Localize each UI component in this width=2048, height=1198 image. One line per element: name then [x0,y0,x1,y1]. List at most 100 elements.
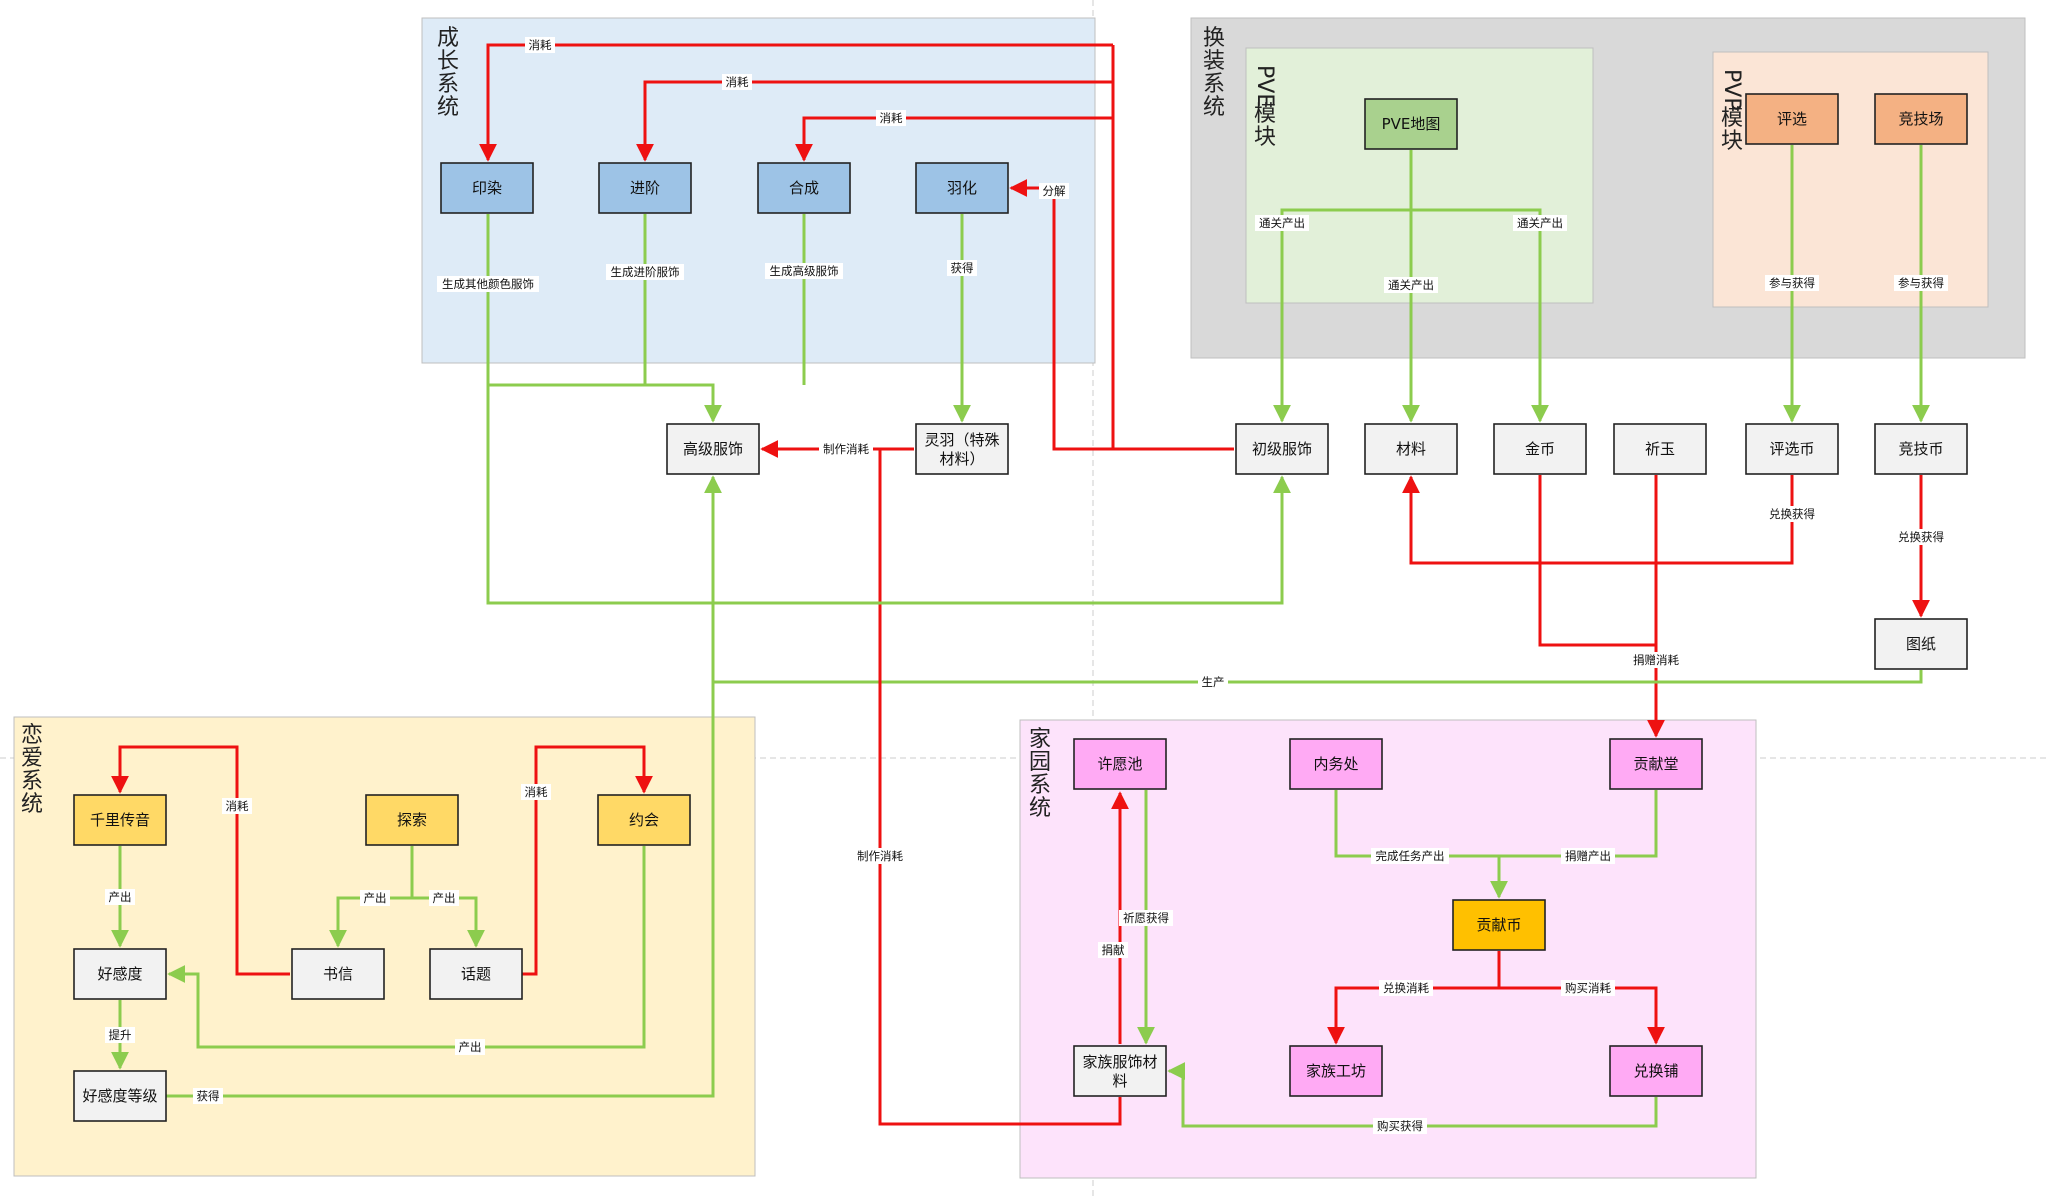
node-label: 羽化 [947,179,977,197]
edge-e-selcoin-ex [1402,475,1794,565]
node-wishpool[interactable]: 许愿池 [1073,738,1167,790]
node-box[interactable] [1364,423,1458,475]
group-title-home: 家园系统 [1029,727,1051,821]
node-box[interactable] [1073,738,1167,790]
node-box[interactable] [1609,1045,1703,1097]
node-box[interactable] [73,794,167,846]
node-favor[interactable]: 好感度 [73,948,167,1000]
edge-label-e-dye-out: 生成其他颜色服饰 [442,277,534,291]
node-label: 祈玉 [1645,440,1675,458]
node-box[interactable] [1874,618,1968,670]
edge-label-e-consume-advance: 消耗 [726,75,749,89]
edge-label-e-select-join: 参与获得 [1769,276,1815,290]
node-box[interactable] [440,162,534,214]
edge-label-bg [853,848,907,864]
edge-label-bg [1098,942,1128,958]
node-box[interactable] [1874,423,1968,475]
group-title-part: PVE [1252,65,1277,107]
edge-label-e-lingyu-craft: 制作消耗 [857,849,903,863]
node-feather[interactable]: 羽化 [915,162,1009,214]
node-box[interactable] [1452,899,1546,951]
edge-e-green-loop [486,385,1291,605]
edge-label-bg [437,276,539,292]
group-pvp [1712,51,1989,308]
node-label: 高级服饰 [683,440,743,458]
node-favorlv[interactable]: 好感度等级 [73,1070,167,1122]
node-box[interactable] [597,794,691,846]
edge-e-produce [713,670,1923,684]
node-label: 初级服饰 [1252,440,1312,458]
node-select[interactable]: 评选 [1745,93,1839,145]
node-letter[interactable]: 书信 [291,948,385,1000]
edge-label-bg [606,264,684,280]
node-box[interactable] [1235,423,1329,475]
node-box[interactable] [598,162,692,214]
node-advdress[interactable]: 高级服饰 [666,423,760,475]
node-topic[interactable]: 话题 [429,948,523,1000]
node-label: 千里传音 [90,811,150,829]
node-selcoin[interactable]: 评选币 [1745,423,1839,475]
node-box[interactable] [73,1070,167,1122]
node-box[interactable] [429,948,523,1000]
node-label: PVE地图 [1382,115,1441,133]
edge-label-bg [1255,215,1309,231]
edge-label-bg [1384,277,1438,293]
edge-label-bg [1379,980,1433,996]
node-dye[interactable]: 印染 [440,162,534,214]
node-arenacoin[interactable]: 竞技币 [1874,423,1968,475]
node-exchange[interactable]: 兑换铺 [1609,1045,1703,1097]
node-box[interactable] [1289,738,1383,790]
edge-e-decompose [1009,179,1234,451]
node-box[interactable] [1613,423,1707,475]
node-synth[interactable]: 合成 [757,162,851,214]
node-box[interactable] [1745,423,1839,475]
node-box[interactable] [1874,93,1968,145]
node-box[interactable] [1073,1045,1167,1097]
node-box[interactable] [365,794,459,846]
node-workshop[interactable]: 家族工坊 [1289,1045,1383,1097]
edge-label-bg [1561,980,1615,996]
node-basicdress[interactable]: 初级服饰 [1235,423,1329,475]
edge-label-e-explore-out-a: 产出 [364,891,387,905]
node-qiyu[interactable]: 祈玉 [1613,423,1707,475]
node-qianli[interactable]: 千里传音 [73,794,167,846]
node-box[interactable] [73,948,167,1000]
node-tribute[interactable]: 贡献堂 [1609,738,1703,790]
node-box[interactable] [915,423,1009,475]
node-box[interactable] [757,162,851,214]
node-label: 贡献币 [1476,916,1521,934]
node-gold[interactable]: 金币 [1493,423,1587,475]
node-material[interactable]: 材料 [1364,423,1458,475]
node-box[interactable] [1609,738,1703,790]
node-affairs[interactable]: 内务处 [1289,738,1383,790]
node-box[interactable] [1289,1045,1383,1097]
node-arena[interactable]: 竞技场 [1874,93,1968,145]
node-pvemap[interactable]: PVE地图 [1364,98,1458,150]
node-contrib[interactable]: 贡献币 [1452,899,1546,951]
node-date[interactable]: 约会 [597,794,691,846]
edge-label-bg [1373,1118,1427,1134]
node-box[interactable] [291,948,385,1000]
edge-label-e-explore-out-b: 产出 [433,891,456,905]
node-box[interactable] [666,423,760,475]
node-box[interactable] [1364,98,1458,150]
edge-label-e-feather-get: 获得 [951,261,974,275]
node-box[interactable] [1493,423,1587,475]
node-advance[interactable]: 进阶 [598,162,692,214]
node-box[interactable] [915,162,1009,214]
edge-label-e-advance-out: 生成进阶服饰 [611,265,680,279]
edge-e-consume-advance [636,80,1113,162]
edge-label-e-letter-consume: 消耗 [226,799,249,813]
node-explore[interactable]: 探索 [365,794,459,846]
edge-label-bg [722,74,752,90]
node-box[interactable] [1745,93,1839,145]
edge-label-e-craft-consume-adv: 制作消耗 [823,442,869,456]
edge-label-e-topic-consume: 消耗 [525,785,548,799]
node-blueprint[interactable]: 图纸 [1874,618,1968,670]
edge-label-e-donate-up: 捐献 [1102,943,1125,957]
edge-label-bg [360,890,390,906]
